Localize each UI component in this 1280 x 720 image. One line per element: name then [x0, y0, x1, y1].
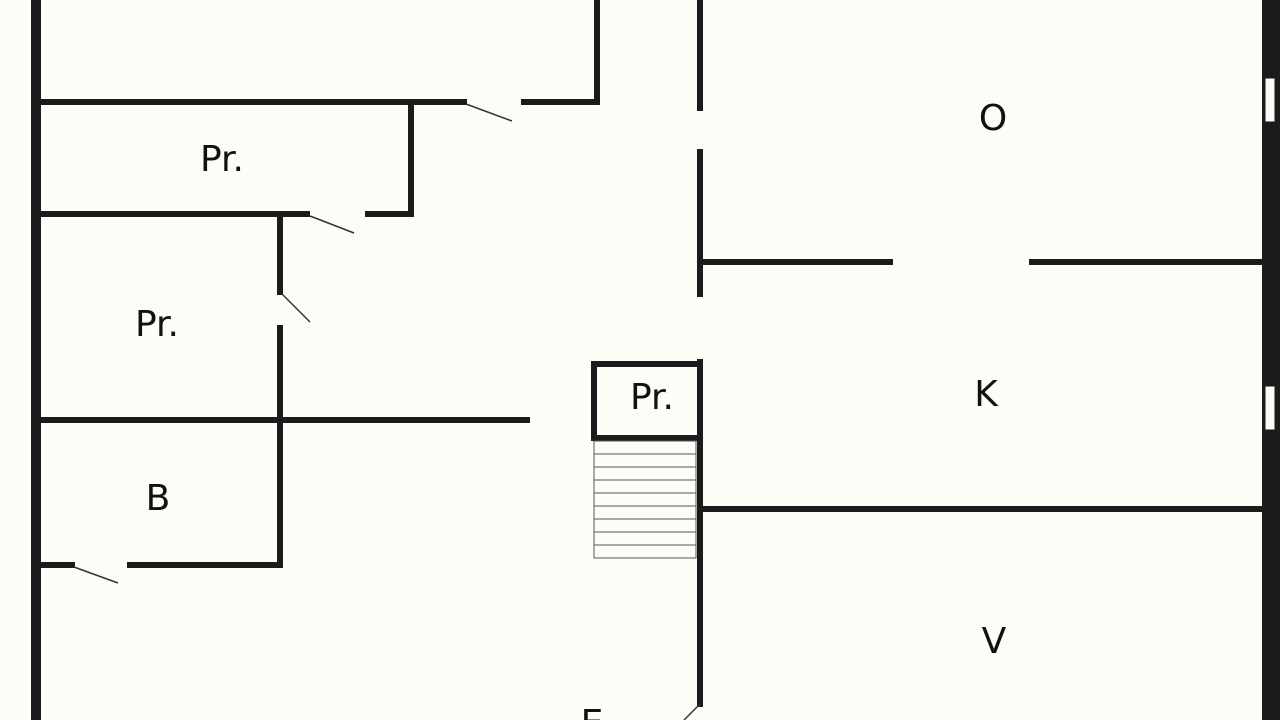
staircase — [593, 440, 697, 559]
room-label-bath: B — [146, 478, 171, 519]
room-label-pantry-1: Pr. — [200, 139, 244, 180]
interior-walls — [38, 0, 1265, 707]
room-label-entry: E — [581, 703, 604, 720]
room-label-kitchen: K — [974, 374, 999, 415]
room-label-living: V — [982, 621, 1007, 662]
outer-wall-left — [31, 0, 41, 720]
window-1 — [1264, 77, 1276, 123]
room-label-o: O — [979, 98, 1007, 139]
outer-wall-right — [1262, 0, 1280, 720]
room-label-pantry-3: Pr. — [630, 377, 674, 418]
room-label-pantry-2: Pr. — [135, 304, 179, 345]
window-2 — [1264, 385, 1276, 431]
door-swings — [73, 103, 701, 720]
